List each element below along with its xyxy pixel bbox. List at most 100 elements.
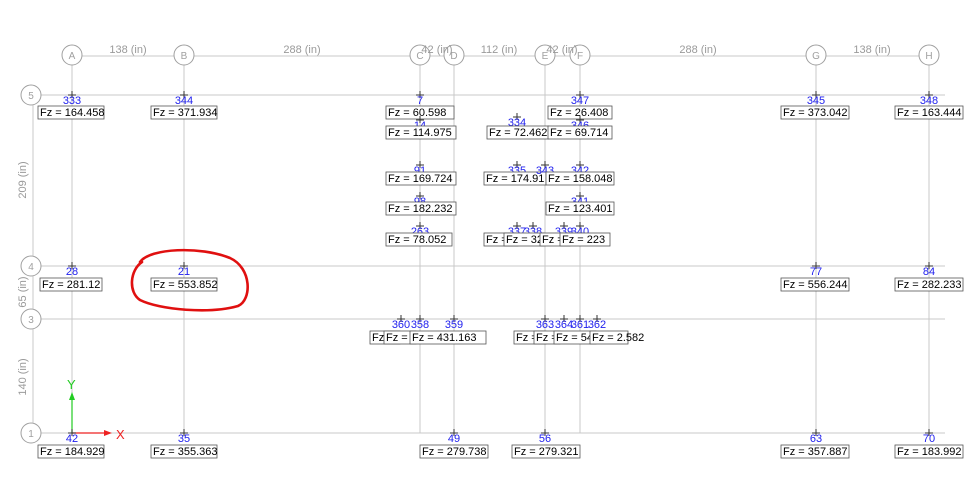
joint-id-label: 21 bbox=[178, 266, 190, 278]
reaction-fz-value: Fz = 223 bbox=[562, 234, 605, 246]
reaction-box bbox=[37, 444, 105, 459]
reaction-fz-value: Fz = 158.048 bbox=[548, 173, 613, 185]
reaction-fz-value: Fz = 163.444 bbox=[897, 107, 962, 119]
joint-id-label: 361 bbox=[571, 319, 589, 331]
svg-text:65 (in): 65 (in) bbox=[17, 276, 29, 307]
joint-id-label: 348 bbox=[920, 95, 938, 107]
reaction-box bbox=[150, 105, 218, 120]
svg-text:B: B bbox=[181, 51, 188, 62]
joint-14[interactable]: 14Fz = 114.975 bbox=[385, 116, 457, 140]
svg-text:138 (in): 138 (in) bbox=[853, 44, 890, 56]
joint-7[interactable]: 7Fz = 60.598 bbox=[385, 91, 455, 120]
joint-346[interactable]: 346Fz = 69.714 bbox=[547, 116, 613, 140]
reaction-box bbox=[589, 330, 629, 345]
joint-id-label: 364 bbox=[555, 319, 573, 331]
joint-id-label: 49 bbox=[448, 433, 460, 445]
reaction-fz-value: Fz = 556.244 bbox=[783, 279, 848, 291]
joint-id-label: 70 bbox=[923, 433, 935, 445]
reaction-box bbox=[419, 444, 489, 459]
svg-text:E: E bbox=[542, 51, 549, 62]
reaction-fz-value: Fz = 69.714 bbox=[550, 127, 608, 139]
joint-id-label: 84 bbox=[923, 266, 935, 278]
svg-text:209 (in): 209 (in) bbox=[17, 161, 29, 198]
svg-text:288 (in): 288 (in) bbox=[283, 44, 320, 56]
joint-341[interactable]: 341Fz = 123.401 bbox=[545, 192, 615, 216]
svg-text:A: A bbox=[69, 51, 76, 62]
svg-text:288 (in): 288 (in) bbox=[679, 44, 716, 56]
reaction-box bbox=[150, 444, 218, 459]
reaction-fz-value: Fz = 371.934 bbox=[153, 107, 218, 119]
joint-id-label: 77 bbox=[810, 266, 822, 278]
svg-text:G: G bbox=[812, 51, 820, 62]
reaction-fz-value: Fz = 2.582 bbox=[592, 332, 644, 344]
vertical-dimensions: 209 (in) 65 (in) 140 (in) bbox=[17, 161, 29, 395]
reaction-box bbox=[894, 105, 964, 120]
svg-text:F: F bbox=[577, 51, 583, 62]
joint-id-label: 347 bbox=[571, 95, 589, 107]
reaction-box bbox=[385, 171, 457, 186]
row-bubbles: 5 4 3 1 bbox=[20, 84, 42, 444]
joint-id-label: 362 bbox=[588, 319, 606, 331]
reaction-fz-value: Fz = 373.042 bbox=[783, 107, 848, 119]
reaction-fz-value: Fz = 114.975 bbox=[388, 127, 452, 139]
svg-text:112 (in): 112 (in) bbox=[481, 44, 517, 56]
reaction-fz-value: Fz = 281.12 bbox=[42, 279, 100, 291]
svg-text:42 (in): 42 (in) bbox=[546, 44, 577, 56]
reaction-box bbox=[385, 232, 453, 247]
svg-text:1: 1 bbox=[28, 429, 34, 440]
column-bubbles: A B C D E F G H bbox=[61, 44, 940, 66]
reaction-box bbox=[780, 277, 850, 292]
reaction-box bbox=[547, 125, 613, 140]
global-axes-indicator: X Y bbox=[67, 377, 125, 442]
joint-id-label: 345 bbox=[807, 95, 825, 107]
reaction-box bbox=[894, 277, 964, 292]
joint-id-label: 63 bbox=[810, 433, 822, 445]
reaction-fz-value: Fz = 553.852 bbox=[153, 279, 218, 291]
svg-text:140 (in): 140 (in) bbox=[17, 358, 29, 395]
reaction-fz-value: Fz = 72.462 bbox=[489, 127, 547, 139]
reaction-box bbox=[545, 201, 615, 216]
joint-id-label: 358 bbox=[411, 319, 429, 331]
reaction-fz-value: Fz = 169.724 bbox=[388, 173, 453, 185]
reaction-fz-value: Fz = 357.887 bbox=[783, 446, 848, 458]
reaction-box bbox=[545, 171, 615, 186]
x-axis-label: X bbox=[116, 427, 125, 442]
reaction-fz-value: Fz = 355.363 bbox=[153, 446, 218, 458]
reaction-fz-value: Fz = 182.232 bbox=[388, 203, 453, 215]
reaction-box bbox=[150, 277, 218, 292]
svg-text:42 (in): 42 (in) bbox=[421, 44, 452, 56]
reaction-box bbox=[894, 444, 964, 459]
joint-id-label: 42 bbox=[66, 433, 78, 445]
joint-id-label: 359 bbox=[445, 319, 463, 331]
joint-id-label: 7 bbox=[417, 95, 423, 107]
joint-id-label: 35 bbox=[178, 433, 190, 445]
joint-id-label: 344 bbox=[175, 95, 193, 107]
svg-text:D: D bbox=[450, 51, 457, 62]
